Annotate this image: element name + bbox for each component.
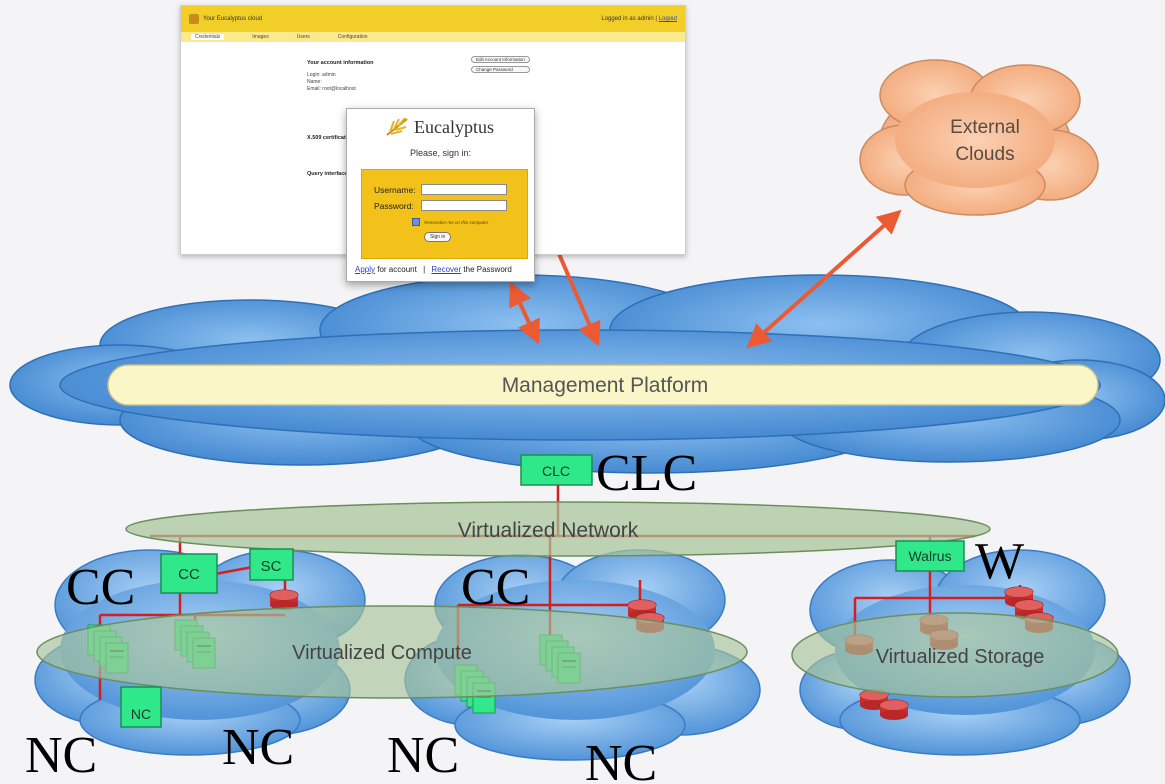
- arrow-login-platform: [509, 281, 540, 345]
- virtualized-compute-label: Virtualized Compute: [292, 642, 472, 664]
- virtualized-storage-label: Virtualized Storage: [876, 646, 1045, 668]
- remember-me-checkbox[interactable]: [412, 218, 420, 226]
- sc-node: [249, 548, 294, 581]
- signin-dialog: Eucalyptus Please, sign in: Username: Pa…: [346, 108, 535, 282]
- tab-images[interactable]: Images: [252, 34, 269, 40]
- external-clouds-label-line1: External: [950, 117, 1020, 138]
- management-platform-label: Management Platform: [502, 374, 709, 397]
- tab-credentials[interactable]: Credentials: [191, 34, 225, 40]
- nc-node-box-label: NC: [131, 706, 151, 722]
- account-heading: Your account information: [307, 60, 374, 66]
- console-logo: Your Eucalyptus cloud: [189, 14, 262, 24]
- signin-brand: Eucalyptus: [385, 115, 494, 139]
- cc-annotation-middle: CC: [461, 559, 530, 616]
- clc-node-label: CLC: [542, 463, 570, 479]
- virtualized-compute-ellipse: [36, 605, 748, 699]
- apply-rest: for account: [377, 265, 417, 274]
- eucalyptus-logo-icon: [189, 14, 199, 24]
- nc-annotation-4: NC: [585, 735, 657, 784]
- signin-brand-name: Eucalyptus: [414, 116, 494, 137]
- nc-annotation-1: NC: [25, 727, 97, 784]
- external-clouds-cloud: [859, 59, 1099, 216]
- signin-form: Username: Password: Remember me on this …: [361, 169, 528, 259]
- console-user-status: Logged in as admin | Logout: [601, 16, 677, 22]
- password-input[interactable]: [421, 200, 507, 211]
- walrus-node-label: Walrus: [908, 548, 951, 564]
- console-header: Your Eucalyptus cloud Logged in as admin…: [181, 6, 685, 32]
- sc-node-label: SC: [261, 558, 282, 575]
- virtualized-storage-ellipse: [791, 612, 1119, 698]
- console-body: Your account information Login: admin Na…: [307, 58, 607, 183]
- remember-me-label: Remember me on this computer: [424, 219, 489, 225]
- cc-node-left: [160, 553, 218, 594]
- cc-node-left-label: CC: [178, 566, 200, 583]
- tab-configuration[interactable]: Configuration: [337, 34, 368, 40]
- apply-link[interactable]: Apply: [355, 265, 376, 274]
- name-line: Name:: [307, 79, 322, 85]
- change-password-button[interactable]: Change Password: [471, 66, 530, 73]
- password-row: Password:: [374, 200, 507, 211]
- tab-users[interactable]: Users: [296, 34, 310, 40]
- x509-heading: X.509 certificate: [307, 135, 349, 141]
- external-clouds-label-line2: Clouds: [955, 144, 1014, 165]
- walrus-annotation: W: [975, 533, 1024, 590]
- edit-account-button[interactable]: Edit Account Information: [471, 56, 530, 63]
- clc-node: [520, 454, 593, 486]
- nc-annotation-3: NC: [387, 727, 459, 784]
- footer-separator: |: [423, 265, 426, 274]
- sign-in-button[interactable]: Sign in: [424, 232, 452, 242]
- console-window: Your Eucalyptus cloud Logged in as admin…: [180, 5, 686, 255]
- arrow-external-platform: [746, 209, 902, 349]
- clc-annotation: CLC: [596, 445, 697, 502]
- nc-annotation-2: NC: [222, 719, 294, 776]
- login-line: Login: admin: [307, 72, 336, 78]
- virtualized-network-label: Virtualized Network: [458, 519, 639, 542]
- console-buttons: Edit Account Information Change Password: [471, 56, 530, 73]
- cc-annotation-left: CC: [66, 559, 135, 616]
- query-heading: Query interface: [307, 171, 348, 177]
- management-platform-bar: [107, 364, 1099, 406]
- username-label: Username:: [374, 184, 416, 195]
- virtualized-network-ellipse: [125, 501, 991, 557]
- username-input[interactable]: [421, 184, 507, 195]
- recover-rest: the Password: [463, 265, 512, 274]
- email-line: Email: root@localhost: [307, 86, 356, 92]
- eucalyptus-leaf-icon: [386, 117, 408, 136]
- nc-node-box: [120, 686, 162, 728]
- logged-in-text: Logged in as admin: [601, 16, 654, 22]
- signin-footer: Apply for account | Recover the Password: [355, 265, 512, 274]
- console-tabs: Credentials Images Users Configuration: [181, 32, 685, 42]
- signin-prompt: Please, sign in:: [409, 148, 472, 158]
- recover-link[interactable]: Recover: [431, 265, 462, 274]
- console-title: Your Eucalyptus cloud: [203, 16, 263, 22]
- password-label: Password:: [374, 200, 414, 211]
- walrus-node: [895, 540, 965, 572]
- username-row: Username:: [374, 184, 507, 195]
- remember-me: Remember me on this computer: [412, 218, 488, 226]
- logout-link[interactable]: Logout: [658, 16, 677, 22]
